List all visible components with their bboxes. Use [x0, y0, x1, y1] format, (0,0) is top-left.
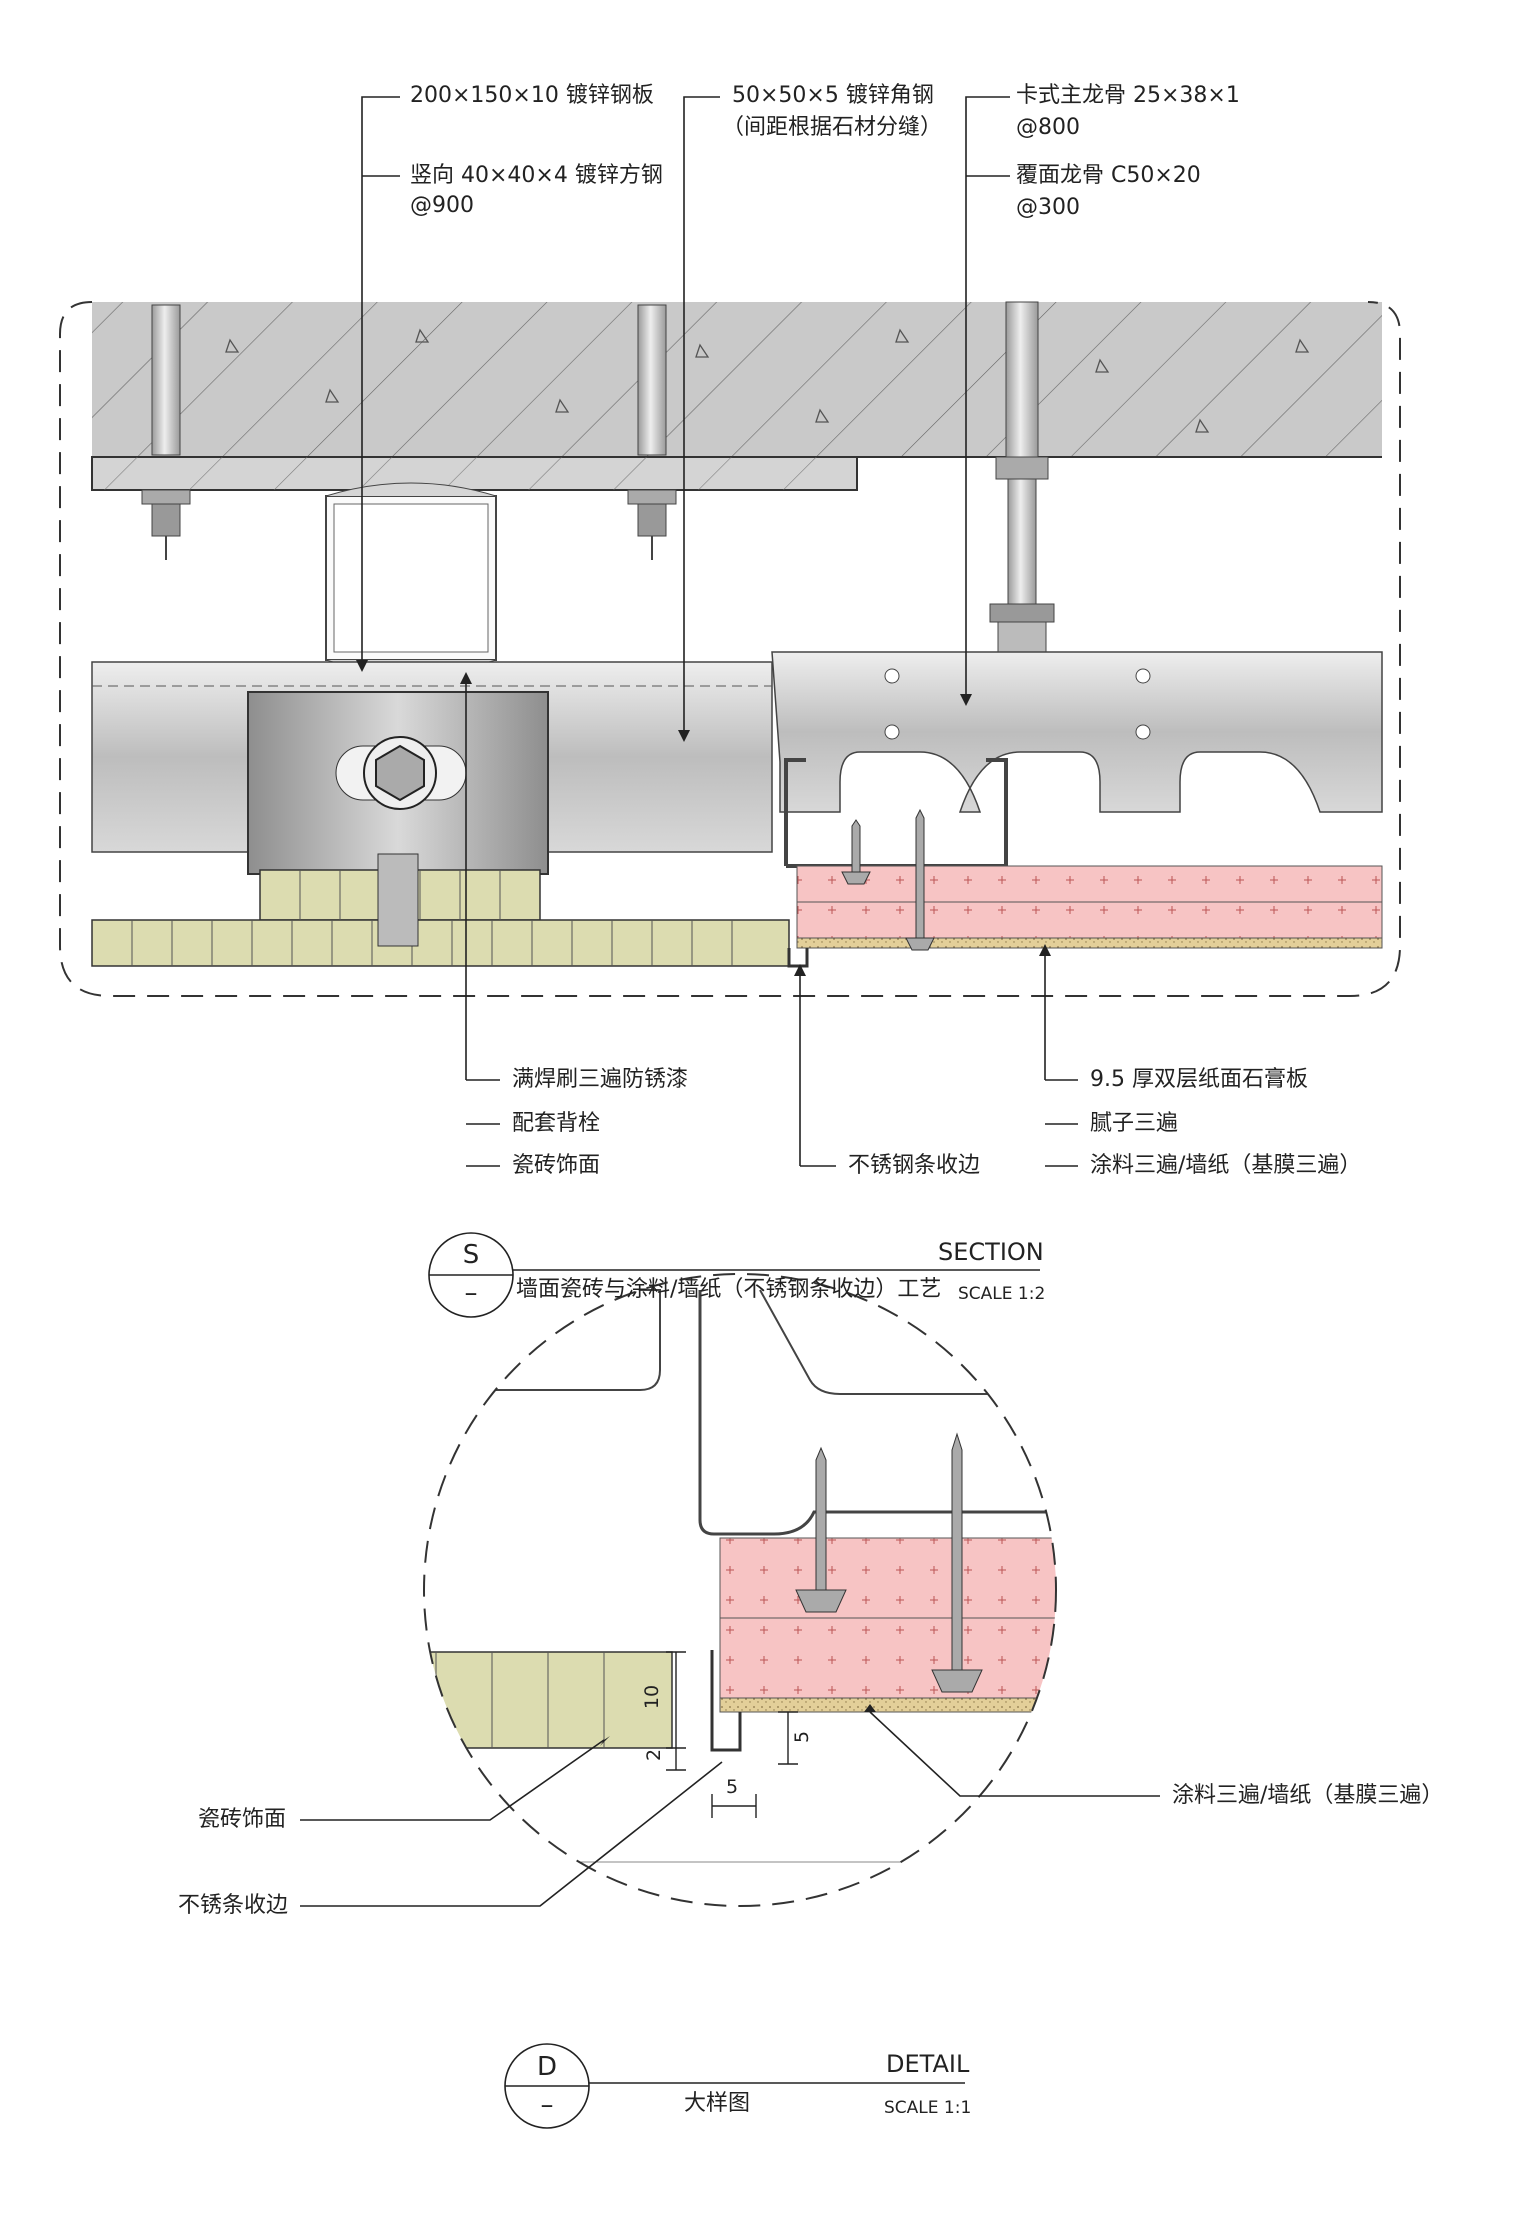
square-steel-tube: [325, 482, 497, 674]
detail-label-strip: 不锈条收边: [178, 1893, 289, 1918]
label-square-steel: 竖向 40×40×4 镀锌方钢: [410, 163, 663, 188]
gypsum-board: [796, 865, 1383, 949]
label-tile: 瓷砖饰面: [512, 1153, 601, 1178]
label-main-keel: 卡式主龙骨 25×38×1: [1016, 83, 1240, 108]
label-gypsum: 9.5 厚双层纸面石膏板: [1090, 1067, 1308, 1092]
detail-title-letter: D: [536, 2052, 558, 2082]
label-square-steel-spacing: @900: [410, 193, 474, 218]
label-weld: 满焊刷三遍防锈漆: [512, 1067, 689, 1092]
label-cover-keel-spacing: @300: [1016, 195, 1080, 220]
label-putty: 腻子三遍: [1090, 1111, 1179, 1136]
dim-5-horizontal: 5: [726, 1776, 739, 1798]
label-plate: 200×150×10 镀锌钢板: [410, 83, 654, 108]
section-title-letter: S: [462, 1240, 480, 1270]
detail-dimensions: [666, 1651, 798, 1818]
detail-leaders: [300, 1711, 1160, 1907]
section-view: [59, 301, 1401, 997]
detail-title-block: [504, 2043, 965, 2129]
label-stainless-strip: 不锈钢条收边: [848, 1153, 981, 1178]
expansion-anchor-right: [989, 301, 1055, 653]
drywall-screws: [841, 808, 935, 951]
section-arrows: [356, 660, 1051, 976]
main-keel: [771, 651, 1383, 813]
detail-label-tile: 瓷砖饰面: [198, 1807, 287, 1832]
section-title-name: 墙面瓷砖与涂料/墙纸（不锈钢条收边）工艺: [516, 1277, 942, 1302]
dim-5-vertical: 5: [791, 1730, 814, 1744]
detail-view: [424, 1274, 1056, 1906]
section-title-kind: SECTION: [938, 1238, 1044, 1266]
detail-title-name: 大样图: [684, 2091, 751, 2116]
label-angle-steel-note: （间距根据石材分缝）: [722, 115, 943, 140]
detail-title-kind: DETAIL: [886, 2050, 970, 2078]
detail-label-paint: 涂料三遍/墙纸（基膜三遍）: [1172, 1783, 1444, 1808]
tile-finish: [91, 853, 790, 967]
dim-10: 10: [641, 1684, 664, 1710]
expansion-anchor-middle: [627, 304, 677, 560]
label-paint: 涂料三遍/墙纸（基膜三遍）: [1090, 1153, 1362, 1178]
label-main-keel-spacing: @800: [1016, 115, 1080, 140]
expansion-anchor-left: [141, 304, 191, 560]
section-title-scale: SCALE 1:2: [958, 1284, 1046, 1304]
detail-circle: [423, 1273, 1057, 1907]
detail-title-scale: SCALE 1:1: [884, 2098, 972, 2118]
section-title-block: [428, 1232, 1040, 1318]
bolt-block: [247, 691, 549, 875]
stainless-strip: [787, 948, 809, 968]
section-title-sub: –: [464, 1278, 478, 1308]
dim-2: 2: [643, 1748, 666, 1762]
section-leaders: [361, 96, 1078, 1167]
label-cover-keel: 覆面龙骨 C50×20: [1016, 163, 1201, 188]
detail-title-sub: –: [540, 2090, 554, 2120]
label-angle-steel: 50×50×5 镀锌角钢: [732, 83, 934, 108]
label-back-bolt: 配套背栓: [512, 1111, 601, 1136]
